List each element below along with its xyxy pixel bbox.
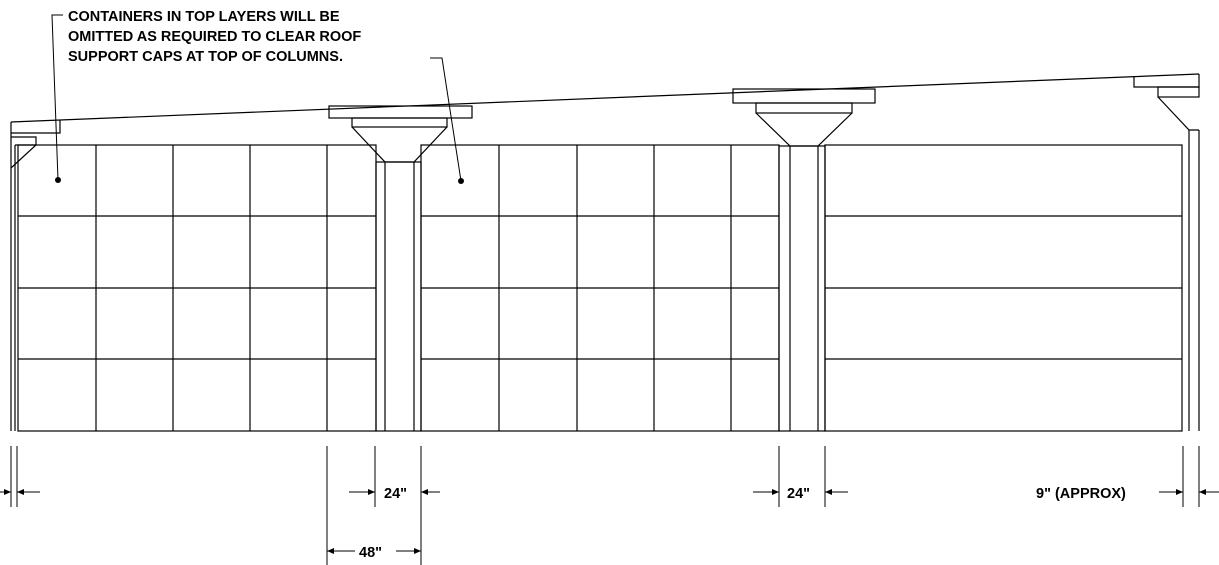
- column-a-width-label: 24": [384, 486, 407, 502]
- dimension-left-end: [0, 446, 40, 507]
- column-right: [1188, 130, 1200, 431]
- roof: [10, 73, 1200, 431]
- column-b: [778, 145, 826, 432]
- support-cap-right: [1133, 76, 1200, 131]
- container-bay-left: [17, 144, 377, 432]
- leader-middle: [430, 57, 464, 184]
- note-line-3: SUPPORT CAPS AT TOP OF COLUMNS.: [68, 49, 343, 65]
- leader-middle-dot: [458, 178, 464, 184]
- column-spacing-label: 48": [359, 545, 382, 561]
- dimension-column-a: 24": [349, 446, 440, 565]
- roof-top-line: [10, 73, 1200, 123]
- general-note: CONTAINERS IN TOP LAYERS WILL BE OMITTED…: [68, 9, 361, 65]
- note-line-1: CONTAINERS IN TOP LAYERS WILL BE: [68, 9, 340, 25]
- container-bay-right: [824, 144, 1183, 432]
- dimension-column-spacing: 48": [326, 446, 421, 565]
- leader-left-dot: [55, 177, 61, 183]
- dimension-column-b: 24": [753, 446, 848, 507]
- note-line-2: OMITTED AS REQUIRED TO CLEAR ROOF: [68, 29, 361, 45]
- end-gap-label: 9" (APPROX): [1036, 486, 1126, 502]
- column-a: [375, 161, 422, 432]
- dimension-right-end: 9" (APPROX): [1036, 446, 1219, 507]
- leader-left: [51, 14, 63, 183]
- support-cap-b: [732, 88, 876, 147]
- column-b-width-label: 24": [787, 486, 810, 502]
- container-bay-middle: [420, 144, 780, 432]
